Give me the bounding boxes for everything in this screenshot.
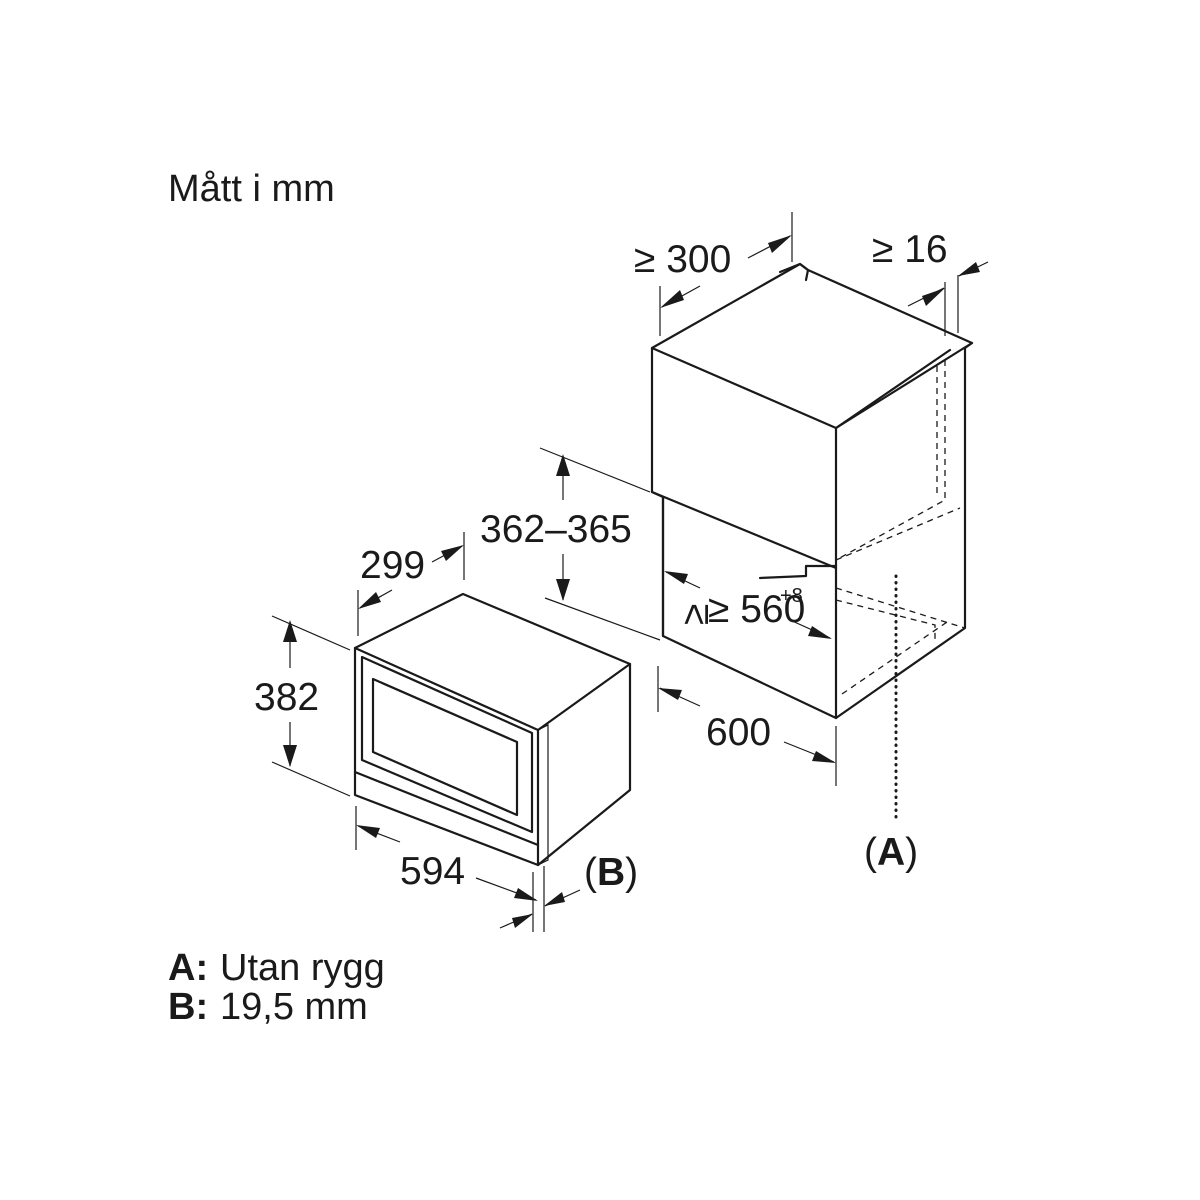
label-niche-width-prefix: ≥ [674,604,717,625]
arrow-382-bottom [283,745,297,767]
arrow-600-b [812,751,836,763]
dimension-lines [271,212,989,932]
arrow-300-a [660,290,684,308]
hidden-edge-6 [835,507,961,561]
arrow-299-b [441,545,464,561]
ext-362-bottom [544,597,661,641]
cabinet-side-inner [834,348,952,430]
hidden-edge-5 [841,619,951,695]
arrow-299-a [358,592,381,609]
arrow-560-a [664,571,688,584]
legend-text-a: Utan rygg [220,947,385,989]
ext-382-top [271,615,351,651]
arrow-594-a [356,825,380,838]
arrow-600-a [658,688,682,700]
label-cabinet-width: 600 [706,711,771,754]
hidden-edge-1 [835,360,946,561]
callout-a: (A) [864,831,918,874]
legend-key-b: B: [168,986,208,1028]
arrow-b-b [544,892,565,906]
niche-shelf-edge [758,564,838,580]
appliance-drawing [353,592,632,867]
hidden-edge-4 [835,599,936,640]
ext-362-top [539,447,651,493]
cabinet-front-face [650,346,838,570]
label-appliance-depth: 299 [360,544,425,587]
arrow-300-b [768,235,792,253]
legend-key-a: A: [168,947,208,989]
arrow-16-a [922,288,945,306]
arrow-594-b [514,888,538,901]
appliance-side [536,662,632,867]
label-niche-height: 362–365 [480,508,632,551]
label-niche-depth: ≥ 300 [634,238,731,281]
appliance-window [371,677,519,817]
arrow-362-top [556,454,570,476]
cabinet-drawing [650,262,974,822]
arrow-382-top [283,620,297,642]
arrow-16-b [958,262,980,276]
cabinet-top-face [650,262,974,430]
appliance-door [360,655,534,834]
label-appliance-width: 594 [400,850,465,893]
appliance-control-strip [353,770,540,847]
legend-text-b: 19,5 mm [220,986,368,1028]
label-appliance-height: 382 [254,676,319,719]
appliance-top [353,592,632,732]
label-niche-width-tolerance: +8 [780,585,803,607]
callout-b: (B) [584,851,638,894]
arrow-b-a [512,914,533,928]
legend: A: Utan rygg B: 19,5 mm [168,947,385,1028]
ext-382-bottom [271,761,351,797]
label-side-gap: ≥ 16 [872,228,948,271]
arrow-560-b [808,626,832,639]
page-title: Mått i mm [168,168,335,210]
cabinet-side-edge [834,341,974,720]
cabinet-top-notch [778,262,810,282]
label-niche-width: ≥ 560 [708,588,805,631]
arrow-362-bottom [556,579,570,601]
appliance-trim [537,724,549,866]
hidden-edge-3 [835,587,966,629]
